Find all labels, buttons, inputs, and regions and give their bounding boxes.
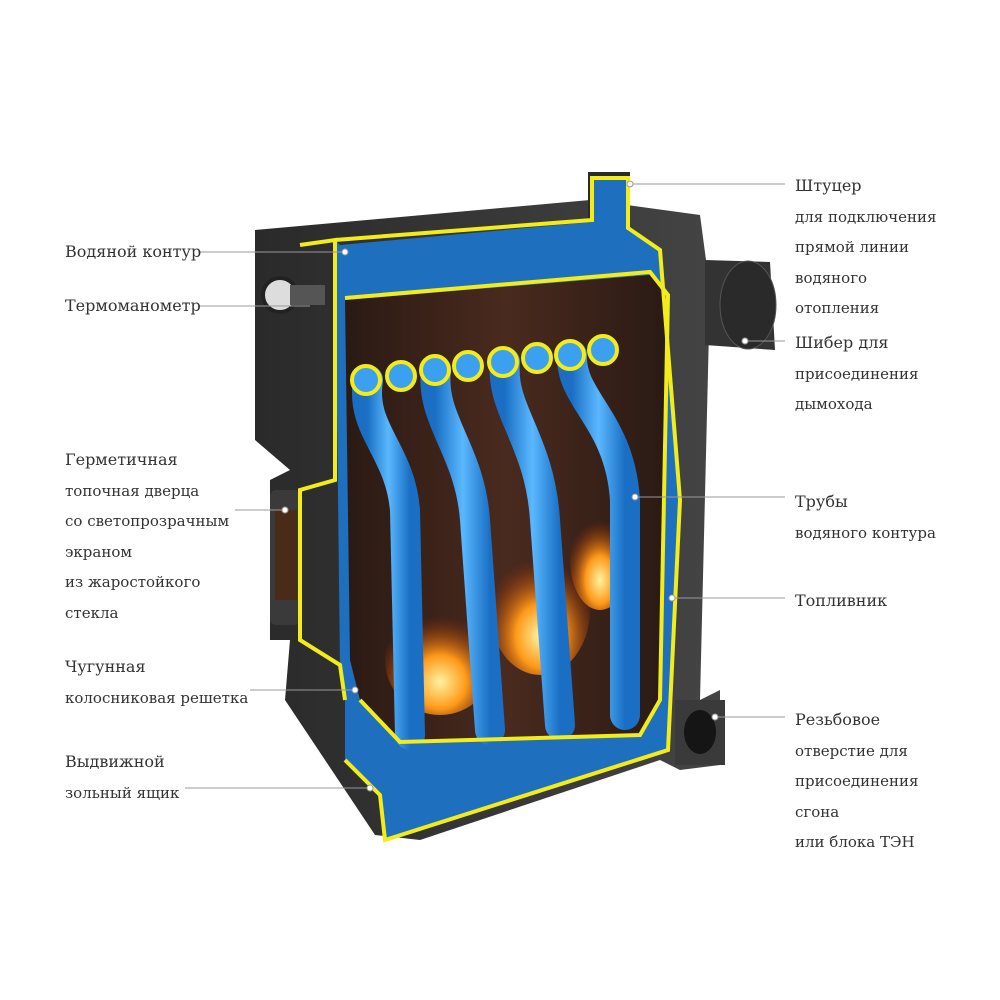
label-line: экраном (65, 542, 133, 561)
label-line: Выдвижной (65, 752, 165, 771)
label-line: Термоманометр (65, 296, 201, 315)
label-line: из жаростойкого (65, 573, 201, 591)
pipe-openings (350, 334, 619, 396)
label-line: Шибер для (795, 333, 889, 352)
label-threaded-hole: Резьбовое отверстие для присоединения сг… (795, 705, 918, 858)
label-line: Чугунная (65, 657, 146, 676)
label-firebox: Топливник (795, 586, 887, 617)
label-pipes: Трубы водяного контура (795, 487, 936, 548)
label-line: топочная дверца (65, 481, 200, 500)
label-line: Водяной контур (65, 242, 202, 261)
threaded-hole (684, 710, 716, 754)
label-line: Штуцер (795, 176, 862, 195)
water-pipes (351, 340, 640, 750)
label-line: Топливник (795, 591, 888, 610)
label-line: присоединения (795, 772, 919, 790)
chimney-damper (719, 260, 777, 350)
label-line: дымохода (795, 395, 873, 413)
label-line: водяного контура (795, 523, 936, 542)
label-line: Герметичная (65, 450, 178, 469)
label-grate: Чугунная колосниковая решетка (65, 652, 248, 713)
label-line: для подключения (795, 207, 937, 226)
label-line: или блока ТЭН (795, 833, 915, 851)
label-line: Трубы (795, 492, 848, 511)
label-line: зольный ящик (65, 783, 180, 802)
section-outline (298, 176, 683, 843)
label-line: стекла (65, 603, 119, 622)
label-line: отопления (795, 299, 880, 317)
label-thermomanometer: Термоманометр (65, 291, 201, 322)
label-ash-box: Выдвижной зольный ящик (65, 747, 179, 808)
label-line: присоединения (795, 364, 919, 383)
label-line: прямой линии (795, 238, 910, 256)
label-water-circuit: Водяной контур (65, 237, 201, 268)
label-damper: Шибер для присоединения дымохода (795, 328, 918, 420)
label-fitting: Штуцер для подключения прямой линии водя… (795, 171, 936, 324)
label-line: водяного (795, 268, 868, 287)
label-door: Герметичная топочная дверца со светопроз… (65, 445, 229, 628)
leader-lines (185, 180, 785, 792)
label-line: отверстие для (795, 741, 908, 760)
label-line: со светопрозрачным (65, 512, 230, 530)
label-line: колосниковая решетка (65, 688, 249, 707)
label-line: сгона (795, 802, 840, 821)
label-line: Резьбовое (795, 710, 881, 729)
